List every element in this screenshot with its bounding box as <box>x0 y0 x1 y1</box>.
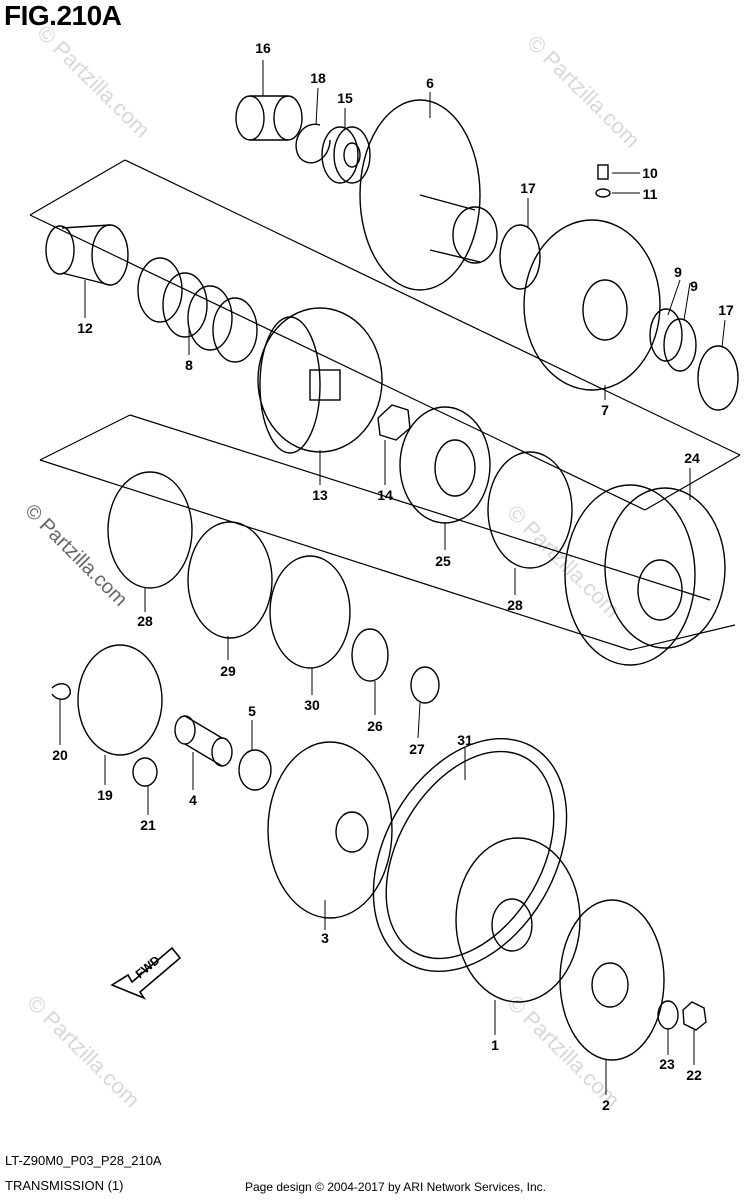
callout-26: 26 <box>367 718 383 734</box>
callout-23: 23 <box>659 1056 675 1072</box>
clutch-13 <box>257 307 383 454</box>
callout-18: 18 <box>310 70 326 86</box>
clip-20 <box>51 683 71 700</box>
plate-29 <box>187 521 273 639</box>
callout-28: 28 <box>137 613 153 629</box>
callout-21: 21 <box>140 817 156 833</box>
frame-upper <box>29 159 741 511</box>
callout-22: 22 <box>686 1067 702 1083</box>
drive-face-3 <box>267 741 393 919</box>
callout-30: 30 <box>304 697 320 713</box>
ring-9a <box>649 308 683 362</box>
callout-12: 12 <box>77 320 93 336</box>
callout-8: 8 <box>185 357 193 373</box>
nut-14 <box>377 404 411 441</box>
bushing-5 <box>238 749 272 791</box>
frame-lower <box>39 414 736 651</box>
spring-8 <box>137 257 258 363</box>
callout-27: 27 <box>409 741 425 757</box>
callout-2: 2 <box>602 1097 610 1113</box>
callout-9: 9 <box>674 264 682 280</box>
fwd-arrow-icon <box>110 946 182 1000</box>
spring-seat-12 <box>45 224 129 286</box>
callout-19: 19 <box>97 787 113 803</box>
callout-17: 17 <box>718 302 734 318</box>
callout-16: 16 <box>255 40 271 56</box>
drum-25 <box>399 406 491 524</box>
callout-28: 28 <box>507 597 523 613</box>
nut-22 <box>682 1001 707 1031</box>
callout-31: 31 <box>457 732 473 748</box>
drive-face-1 <box>455 837 581 1003</box>
collar-26 <box>351 628 389 682</box>
ring-17b <box>697 345 739 411</box>
callout-11: 11 <box>642 186 658 202</box>
circlip-18 <box>295 123 331 164</box>
washer-23 <box>657 1000 679 1030</box>
callout-6: 6 <box>426 75 434 91</box>
callout-9: 9 <box>690 278 698 294</box>
callout-1: 1 <box>491 1037 499 1053</box>
cover-24 <box>564 484 726 666</box>
ring-9b <box>663 318 697 372</box>
spacer-4 <box>174 715 233 767</box>
belt-31 <box>372 738 568 972</box>
callout-13: 13 <box>312 487 328 503</box>
callout-14: 14 <box>377 487 393 503</box>
leader-lines <box>59 60 726 1095</box>
callout-24: 24 <box>684 450 700 466</box>
needle-bearing-16 <box>235 95 303 141</box>
roller-21 <box>132 757 158 787</box>
callout-15: 15 <box>337 90 353 106</box>
cam-19 <box>77 644 163 756</box>
callout-5: 5 <box>248 703 256 719</box>
ring-17a <box>499 224 541 290</box>
pin-10 <box>597 164 609 180</box>
figure-title: FIG.210A <box>4 0 122 31</box>
callout-25: 25 <box>435 553 451 569</box>
washer-11 <box>595 188 611 198</box>
diagram-code: LT-Z90M0_P03_P28_210A <box>5 1153 162 1168</box>
nut-27 <box>410 666 440 704</box>
diagram-subtitle: TRANSMISSION (1) <box>5 1178 124 1193</box>
shim-28a <box>487 451 573 569</box>
fan-2 <box>559 899 665 1061</box>
callout-3: 3 <box>321 930 329 946</box>
callout-29: 29 <box>220 663 236 679</box>
callout-10: 10 <box>642 165 658 181</box>
plate-30 <box>269 555 351 669</box>
callout-20: 20 <box>52 747 68 763</box>
sheave-7 <box>523 219 661 391</box>
shim-28b <box>107 471 193 589</box>
callout-17: 17 <box>520 180 536 196</box>
page-credit: Page design © 2004-2017 by ARI Network S… <box>245 1180 547 1194</box>
bearing-15 <box>321 126 371 184</box>
movable-sheave-6 <box>359 99 498 291</box>
callout-7: 7 <box>601 402 609 418</box>
callout-4: 4 <box>189 792 197 808</box>
